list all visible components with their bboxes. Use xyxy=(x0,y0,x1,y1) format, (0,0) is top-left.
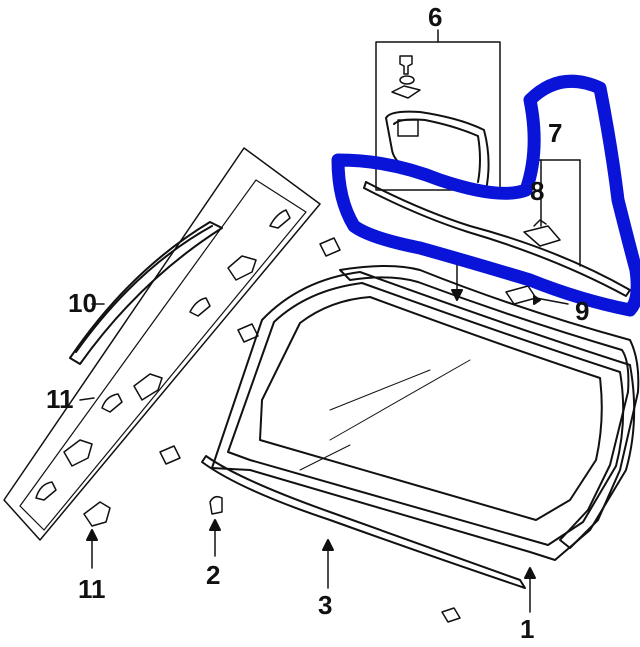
molding-kit-panel xyxy=(3,147,321,541)
clip-8 xyxy=(505,285,569,305)
loose-clips xyxy=(159,237,461,623)
callout-11: 11 xyxy=(78,574,106,604)
lower-molding-strip xyxy=(201,455,526,589)
blue-highlight-scribble xyxy=(331,74,640,317)
header-strip xyxy=(363,159,631,297)
callout-10: 11 xyxy=(46,384,74,414)
windshield-glass xyxy=(211,271,636,561)
leader-3 xyxy=(322,539,334,589)
callout-2: 2 xyxy=(206,560,221,590)
leader-1 xyxy=(524,567,536,613)
callout-3: 3 xyxy=(318,590,333,620)
leader-10 xyxy=(79,397,95,401)
callout-5: 6 xyxy=(428,2,443,32)
callout-6: 7 xyxy=(548,118,563,148)
callout-1: 1 xyxy=(520,614,535,644)
leader-upper-glass xyxy=(451,261,463,301)
clip-2 xyxy=(209,495,223,557)
callout-9: 10 xyxy=(68,288,97,318)
callout-7: 8 xyxy=(530,176,545,206)
callout-8: 9 xyxy=(575,296,590,326)
clip-11 xyxy=(83,501,111,569)
clip-7 xyxy=(523,219,561,247)
windshield-molding xyxy=(339,265,640,549)
